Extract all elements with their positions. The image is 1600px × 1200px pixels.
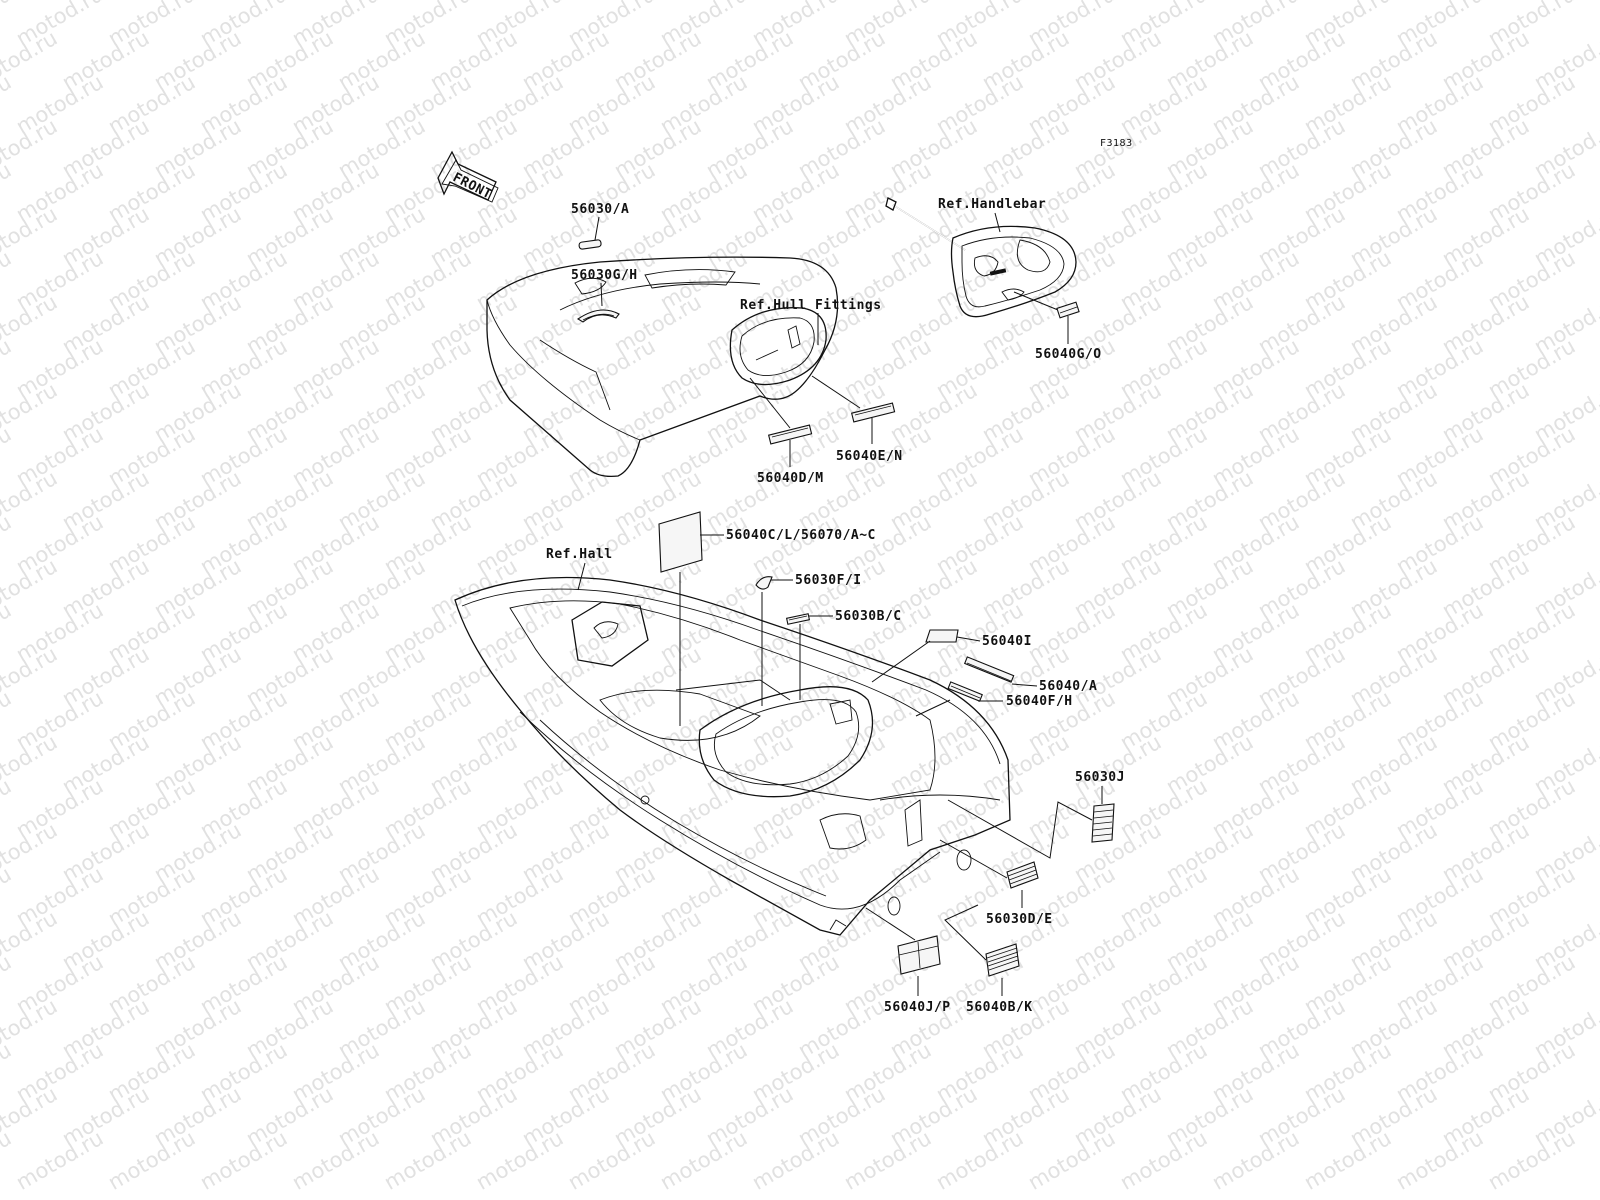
hull-body xyxy=(454,576,1011,936)
upper-deck-part xyxy=(486,256,839,478)
front-arrow-icon: FRONT xyxy=(437,150,499,203)
label-56040e-n: 56040E/N xyxy=(836,449,903,464)
decal-56040e-n xyxy=(850,402,896,423)
decal-56040-a xyxy=(963,656,1015,683)
leader-56040f-h-2 xyxy=(915,699,951,717)
decal-56040j-p xyxy=(897,935,941,975)
leader-ref-hull xyxy=(577,562,586,591)
decal-56040g-o xyxy=(1056,301,1080,319)
label-56030f-i: 56030F/I xyxy=(795,573,862,588)
decal-56030j xyxy=(1091,803,1115,843)
ref-handlebar: Ref.Handlebar xyxy=(938,197,1046,212)
leader-56040i-2 xyxy=(871,640,931,683)
label-56040f-h: 56040F/H xyxy=(1006,694,1073,709)
decal-56030b-c xyxy=(785,613,811,625)
decal-56040i xyxy=(925,629,959,643)
decal-56040b-k xyxy=(985,943,1020,977)
decal-56030-a xyxy=(578,239,602,250)
label-56040i: 56040I xyxy=(982,634,1032,649)
leader-56040i xyxy=(956,636,981,642)
leader-56030-a xyxy=(594,216,600,241)
decal-56040c-l xyxy=(658,511,703,573)
leader-ref-handlebar xyxy=(994,212,1001,233)
label-56040b-k: 56040B/K xyxy=(966,1000,1033,1015)
decal-56040f-h xyxy=(947,681,983,702)
label-56040d-m: 56040D/M xyxy=(757,471,824,486)
label-56040g-o: 56040G/O xyxy=(1035,347,1102,362)
label-56040j-p: 56040J/P xyxy=(884,1000,951,1015)
leader-56030j-2 xyxy=(947,799,1093,859)
decal-56040d-m xyxy=(767,424,813,445)
label-56040c-l: 56040C/L/56070/A~C xyxy=(726,528,876,543)
leader-56030d-e-2 xyxy=(939,839,1008,879)
leader-56040d-m xyxy=(749,377,791,429)
label-56040-a: 56040/A xyxy=(1039,679,1097,694)
figure-code: F3183 xyxy=(1100,138,1133,149)
label-56030-a: 56030/A xyxy=(571,202,629,217)
decal-56030g-h xyxy=(576,309,620,323)
handlebar-assembly xyxy=(885,197,1077,318)
label-56030g-h: 56030G/H xyxy=(571,268,638,283)
label-56030b-c: 56030B/C xyxy=(835,609,902,624)
leader-56040e-n xyxy=(811,375,861,409)
label-56030j: 56030J xyxy=(1075,770,1125,785)
label-56030d-e: 56030D/E xyxy=(986,912,1053,927)
leader-56040b-k-2 xyxy=(944,904,987,961)
decal-56030d-e xyxy=(1006,861,1039,889)
leader-56040-a xyxy=(1011,683,1038,687)
ref-hull: Ref.Hall xyxy=(546,547,613,562)
leader-56040g-o xyxy=(1013,291,1059,311)
leader-56040j-p-2 xyxy=(865,907,916,941)
decal-56030f-i xyxy=(755,576,773,590)
